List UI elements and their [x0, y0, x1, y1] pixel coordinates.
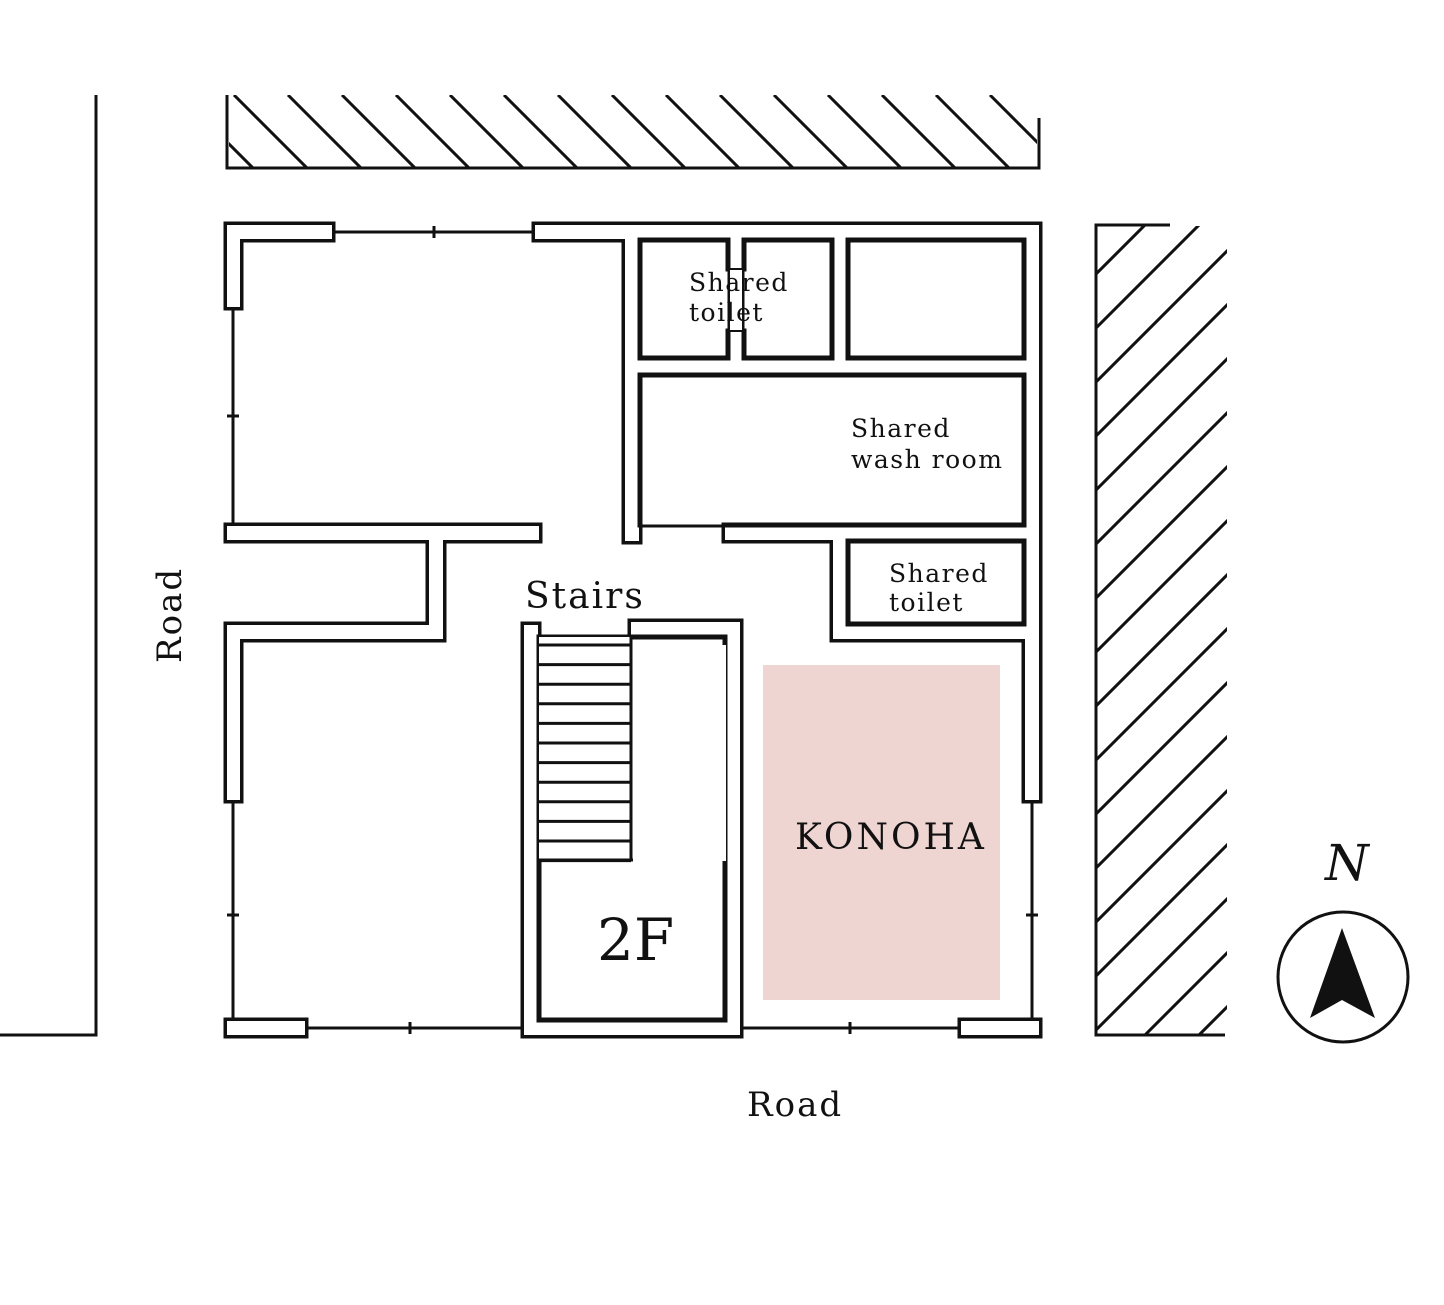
hatch-line: [1097, 410, 1227, 546]
neighbor-building-east: [1090, 223, 1230, 1252]
hatch-line: [1097, 626, 1227, 762]
hatch-line: [229, 141, 255, 167]
wall-inner: [833, 526, 847, 639]
north-label: N: [1324, 834, 1371, 892]
hatch-line: [1097, 842, 1227, 978]
hatch-line: [1090, 1058, 1230, 1198]
hatch-line: [394, 95, 471, 167]
hatch-line: [664, 95, 741, 167]
wall-inner: [625, 225, 639, 541]
room-outline: [637, 372, 1027, 528]
hatch-line: [340, 95, 417, 167]
neighbor-building-north: [225, 95, 1173, 170]
shared-wash-room-label-1: Shared: [851, 414, 951, 443]
hatch-line: [1097, 464, 1227, 600]
shared-toilet-top-label-2: toilet: [689, 298, 764, 327]
wall-inner: [227, 625, 443, 639]
wall-inner: [625, 359, 1039, 374]
wall-inner: [961, 1021, 1039, 1035]
hatch-line: [934, 95, 1011, 167]
hatch-line: [880, 95, 957, 167]
hatch-line: [1097, 572, 1227, 708]
wall-inner: [535, 225, 1039, 239]
hatch-line: [448, 95, 525, 167]
hatch-line: [1090, 1112, 1230, 1252]
windows: [227, 226, 1038, 1034]
wall-inner: [227, 526, 539, 540]
road-edge-line: [0, 95, 98, 1037]
hatch-line: [556, 95, 633, 167]
wall-inner: [227, 225, 240, 307]
wall-inner: [524, 1021, 740, 1035]
wall-inner: [833, 625, 1039, 639]
hatch-line: [1097, 896, 1227, 1032]
room-outline: [845, 538, 1027, 627]
hatch-line: [1098, 95, 1173, 170]
shared-wash-room-label-2: wash room: [851, 445, 1003, 474]
hatch-line: [1097, 680, 1227, 816]
hatch-line: [772, 95, 849, 167]
shared-toilet-bottom-label-2: toilet: [889, 588, 964, 617]
hatch-line: [1097, 226, 1201, 330]
hatch-line: [286, 95, 363, 167]
wall-inner: [1025, 225, 1039, 800]
hatch-line: [718, 95, 795, 167]
north-arrow-icon: [1310, 928, 1375, 1018]
hatch-line: [502, 95, 579, 167]
wall-inner: [227, 1021, 305, 1035]
hatch-line: [1097, 248, 1227, 384]
hatch-line: [1044, 95, 1119, 170]
road-left-label: Road: [150, 567, 190, 663]
hatch-line: [1197, 1004, 1227, 1034]
room-outline: [845, 237, 1027, 361]
wall-inner: [429, 526, 443, 639]
shared-toilet-top-label-1: Shared: [689, 268, 789, 297]
hatch-line: [1097, 734, 1227, 870]
compass-circle: [1276, 910, 1410, 1044]
wall-inner: [729, 332, 743, 360]
room-outline: [637, 237, 731, 361]
hatch-line: [610, 95, 687, 167]
konoha-unit-area[interactable]: [763, 665, 1000, 1000]
wall-inner: [227, 225, 332, 239]
room-outline: [741, 237, 835, 361]
wall-inner: [725, 526, 1039, 540]
hatch-line: [826, 95, 903, 167]
wall-inner: [726, 622, 740, 1035]
hatch-line: [232, 95, 309, 167]
hatch-line: [1097, 302, 1227, 438]
floor-label: 2F: [597, 906, 674, 974]
road-bottom-label: Road: [747, 1085, 843, 1125]
hatch-line: [1097, 788, 1227, 924]
konoha-label: KONOHA: [795, 817, 987, 858]
wall-inner: [833, 239, 847, 360]
hatch-line: [1097, 518, 1227, 654]
wall-inner: [631, 622, 740, 636]
hatch-line: [988, 95, 1037, 145]
staircase[interactable]: [538, 636, 633, 863]
hatch-line: [1097, 226, 1147, 276]
stairs-label: Stairs: [525, 576, 645, 617]
north-compass: N: [1276, 834, 1410, 1044]
wall-inner: [729, 239, 743, 268]
hatch-line: [1097, 356, 1227, 492]
hatch-line: [1143, 950, 1227, 1034]
wall-inner: [524, 625, 538, 1035]
wall-inner: [227, 625, 240, 800]
shared-toilet-bottom-label-1: Shared: [889, 559, 989, 588]
